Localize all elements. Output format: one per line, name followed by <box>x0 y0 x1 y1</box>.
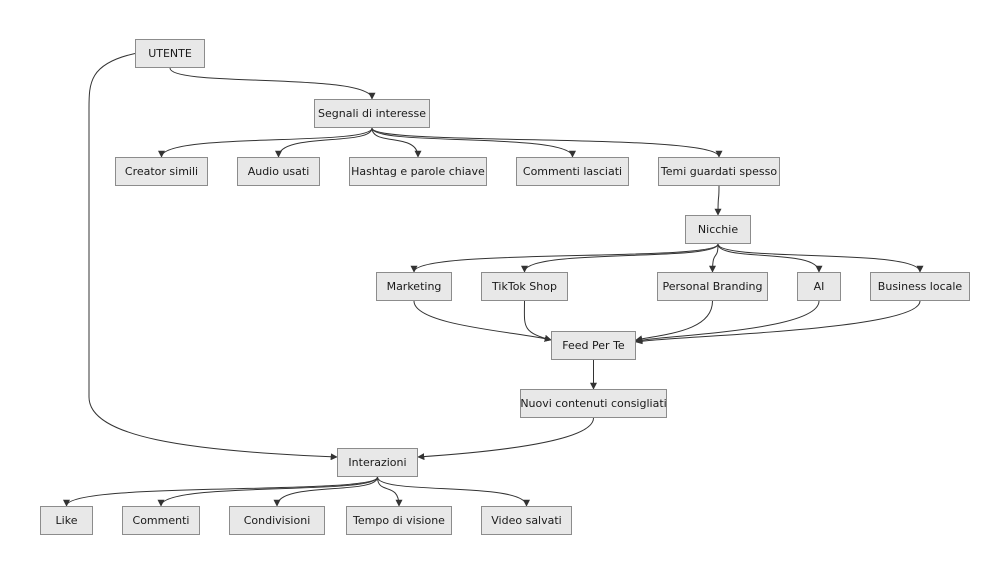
edge-tiktok-to-feed <box>523 300 552 342</box>
edge-business-to-feed <box>635 300 921 345</box>
edge-nicchie-to-marketing <box>410 243 719 273</box>
node-creator-simili: Creator simili <box>115 157 208 186</box>
edge-interazioni-to-video <box>377 476 530 507</box>
edge-nicchie-to-branding <box>709 243 719 273</box>
node-audio-usati: Audio usati <box>237 157 320 186</box>
edge-marketing-to-feed <box>413 300 552 342</box>
node-personal-branding: Personal Branding <box>657 272 768 301</box>
edge-segnali-to-hashtag <box>371 127 422 158</box>
node-tiktok-shop: TikTok Shop <box>481 272 568 301</box>
edge-segnali-to-temi <box>371 127 723 158</box>
node-interazioni: Interazioni <box>337 448 418 477</box>
node-business-locale: Business locale <box>870 272 970 301</box>
node-nicchie: Nicchie <box>685 215 751 244</box>
node-tempo-di-visione: Tempo di visione <box>346 506 452 535</box>
node-utente: UTENTE <box>135 39 205 68</box>
node-commenti-lasciati: Commenti lasciati <box>516 157 629 186</box>
edge-utente-to-segnali <box>169 67 376 100</box>
edge-temi-to-nicchie <box>714 185 722 216</box>
edge-branding-to-feed <box>635 300 713 343</box>
edge-interazioni-to-commenti <box>157 476 378 507</box>
edge-utente-to-interazioni <box>88 53 338 461</box>
node-commenti: Commenti <box>122 506 200 535</box>
node-segnali-di-interesse: Segnali di interesse <box>314 99 430 128</box>
node-nuovi-contenuti-consigliati: Nuovi contenuti consigliati <box>520 389 667 418</box>
node-video-salvati: Video salvati <box>481 506 572 535</box>
edge-segnali-to-creator <box>158 127 373 158</box>
node-temi-guardati-spesso: Temi guardati spesso <box>658 157 780 186</box>
node-like: Like <box>40 506 93 535</box>
edge-interazioni-to-condivisioni <box>273 476 378 507</box>
edge-interazioni-to-like <box>63 476 378 507</box>
node-marketing: Marketing <box>376 272 452 301</box>
node-ai: AI <box>797 272 841 301</box>
edge-segnali-to-audio <box>275 127 373 158</box>
edge-nicchie-to-business <box>717 243 924 273</box>
edge-segnali-to-commenti-lasciati <box>371 127 576 158</box>
edge-nicchie-to-tiktok <box>521 243 719 273</box>
node-condivisioni: Condivisioni <box>229 506 325 535</box>
node-feed-per-te: Feed Per Te <box>551 331 636 360</box>
edge-nicchie-to-ai <box>717 243 823 273</box>
node-hashtag-e-parole-chiave: Hashtag e parole chiave <box>349 157 487 186</box>
edge-interazioni-to-tempo <box>377 476 403 507</box>
edge-nuovi-to-interazioni <box>417 417 594 461</box>
edge-ai-to-feed <box>635 300 820 344</box>
